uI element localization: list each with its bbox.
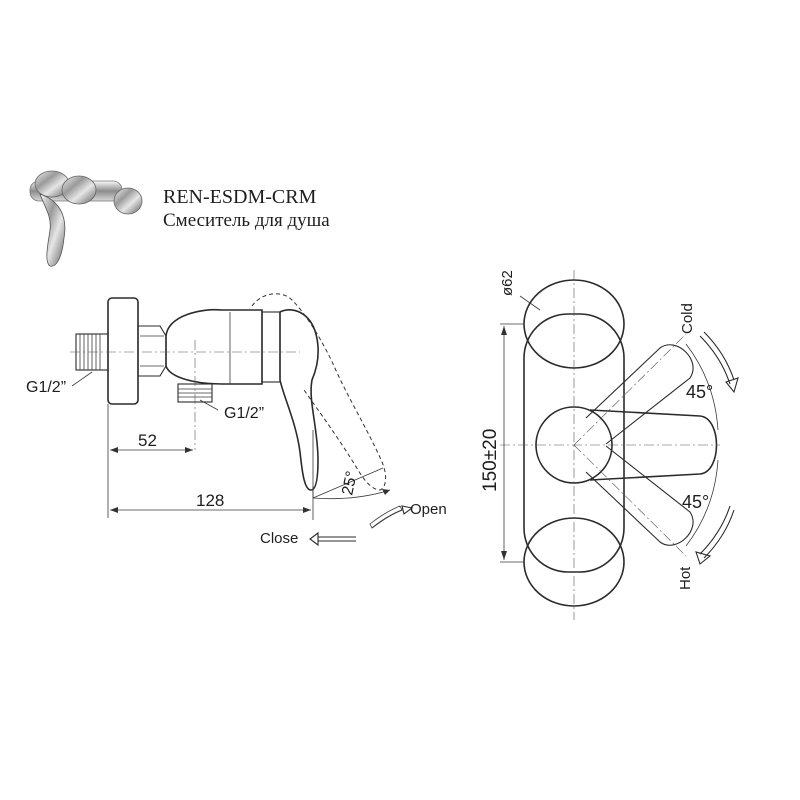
angle-25-label: 25° [339,470,361,497]
diameter-label: ø62 [499,270,516,296]
product-code: REN-ESDM-CRM [163,186,317,208]
height-dim-label: 150±20 [480,429,501,492]
thread-left-label: G1/2” [26,379,66,396]
thread-bottom-label: G1/2” [224,405,264,422]
product-thumbnail [29,170,143,267]
product-name: Смеситель для душа [163,210,330,231]
angle-cold-label: 45° [686,382,713,402]
front-view [500,270,739,620]
dim-52-label: 52 [138,431,157,450]
hot-label: Hot [677,566,694,590]
side-view [70,293,414,547]
dim-128-label: 128 [196,491,224,510]
angle-hot-label: 45° [682,492,709,512]
cold-label: Cold [679,303,696,334]
open-label: Open [410,501,447,518]
close-label: Close [260,530,298,547]
